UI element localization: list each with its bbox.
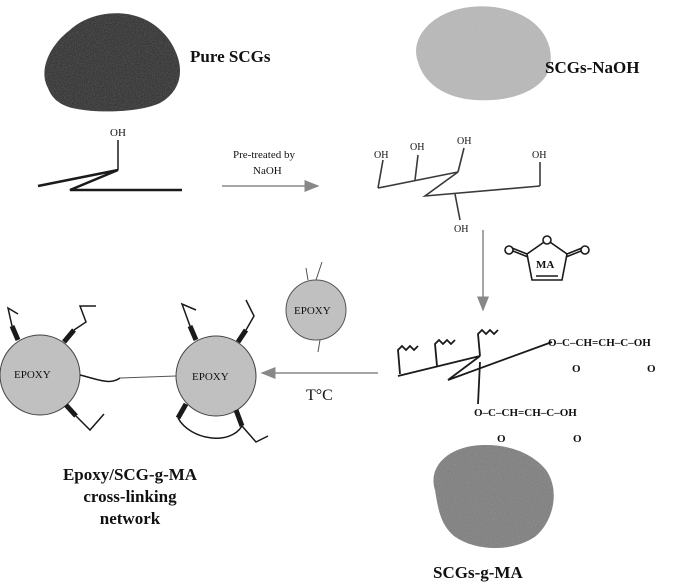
network-epoxy-right-label: EPOXY bbox=[192, 371, 229, 383]
network-caption-line2: cross-linking bbox=[83, 487, 177, 506]
pure-scg-chain bbox=[38, 140, 182, 190]
carbonyl-o-upper-1: O bbox=[572, 363, 581, 375]
grafted-scg-powder-image bbox=[433, 445, 553, 548]
naoh-oh-1: OH bbox=[374, 150, 388, 161]
naoh-scg-chain bbox=[378, 148, 540, 220]
carbonyl-o-lower-2: O bbox=[573, 433, 582, 445]
naoh-oh-2: OH bbox=[410, 142, 424, 153]
pretreat-label-line2: NaOH bbox=[253, 165, 282, 177]
temperature-label: T°C bbox=[306, 387, 333, 404]
grafted-scg-label: SCGs-g-MA bbox=[433, 563, 523, 582]
naoh-scg-label: SCGs-NaOH bbox=[545, 58, 639, 77]
grafted-scg-chain bbox=[398, 330, 552, 404]
carbonyl-o-lower-1: O bbox=[497, 433, 506, 445]
pretreat-label-line1: Pre-treated by bbox=[233, 149, 295, 161]
ma-label: MA bbox=[536, 259, 554, 271]
network-epoxy-left-label: EPOXY bbox=[14, 369, 51, 381]
ester-chain-upper: O–C–CH=CH–C–OH bbox=[548, 337, 651, 349]
naoh-oh-5: OH bbox=[454, 224, 468, 235]
pure-scg-oh-group: OH bbox=[110, 127, 126, 139]
naoh-oh-3: OH bbox=[457, 136, 471, 147]
maleic-anhydride-structure bbox=[505, 236, 589, 280]
network-epoxy-left bbox=[0, 306, 120, 430]
carbonyl-o-upper-2: O bbox=[647, 363, 656, 375]
pure-scg-powder-image bbox=[44, 13, 180, 111]
pure-scg-label: Pure SCGs bbox=[190, 47, 271, 66]
network-caption-line3: network bbox=[100, 509, 161, 528]
network-caption-line1: Epoxy/SCG-g-MA bbox=[63, 465, 198, 484]
naoh-scg-powder-image bbox=[416, 6, 551, 100]
crosslink-chain bbox=[120, 376, 176, 378]
ester-chain-lower: O–C–CH=CH–C–OH bbox=[474, 407, 577, 419]
naoh-oh-4: OH bbox=[532, 150, 546, 161]
epoxy-reagent-label: EPOXY bbox=[294, 305, 331, 317]
